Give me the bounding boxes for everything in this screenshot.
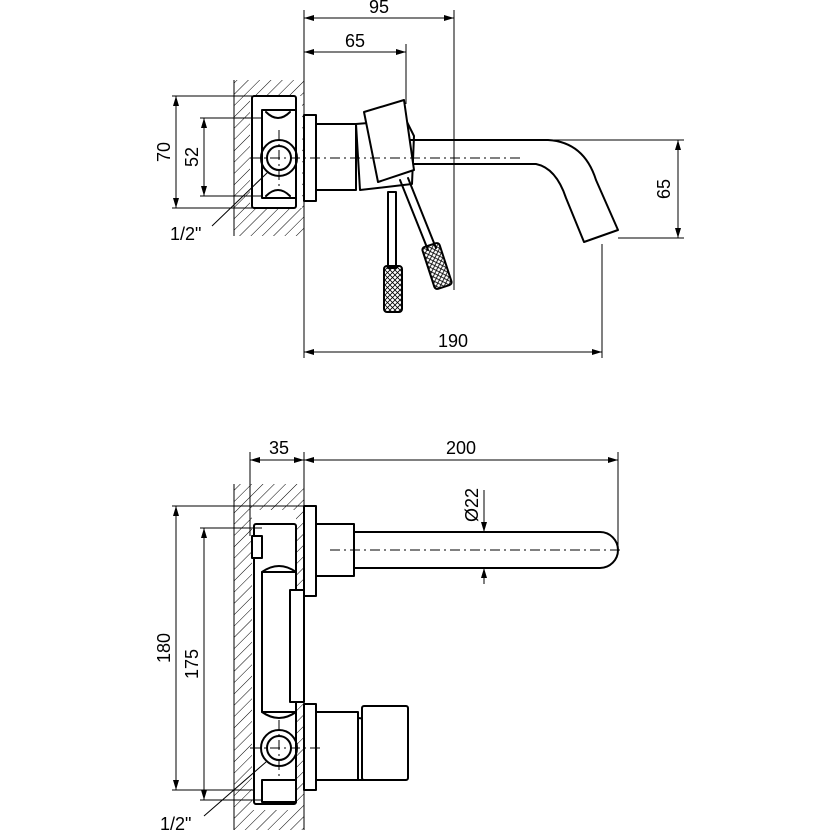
dim-diameter-22: Ø22: [462, 488, 487, 584]
dim-52-label: 52: [182, 147, 202, 167]
thread-callout-front: 1/2": [160, 761, 267, 832]
dim-95: 95: [303, 0, 455, 290]
dim-190-label: 190: [438, 331, 468, 351]
dim-180-label: 180: [154, 633, 174, 663]
dim-95-label: 95: [369, 0, 389, 17]
dim-65-right-label: 65: [654, 179, 674, 199]
dim-190: 190: [303, 236, 603, 358]
wall-plate-front-upper: [303, 505, 317, 597]
dim-70: 70: [154, 95, 252, 209]
dim-65-top: 65: [304, 31, 407, 104]
lever-open-side: [363, 99, 453, 290]
side-view: 95 65 70 52 1/2": [154, 0, 684, 358]
front-view: 35 200 Ø22 180 175: [154, 438, 620, 832]
dim-70-label: 70: [154, 142, 174, 162]
thread-label-side: 1/2": [170, 224, 201, 244]
dim-35-label: 35: [269, 438, 289, 458]
dim-200: 200: [304, 438, 619, 548]
dim-175-label: 175: [182, 649, 202, 679]
dim-175: 175: [182, 527, 262, 801]
thread-label-front: 1/2": [160, 814, 191, 832]
lever-handle-front: [315, 705, 409, 781]
thread-callout-side: 1/2": [170, 171, 269, 244]
embedded-body-side: [251, 95, 298, 209]
dim-180: 180: [154, 505, 304, 791]
dim-200-label: 200: [446, 438, 476, 458]
spout-side: [407, 139, 619, 243]
dim-52: 52: [182, 117, 262, 197]
wall-plate-front-lower: [303, 703, 317, 791]
lever-closed-side: [383, 191, 403, 313]
dim-65-right: 65: [552, 139, 684, 239]
dim-35: 35: [249, 438, 305, 536]
cartridge-body-side: [315, 123, 357, 191]
embedded-body-front: [251, 523, 305, 805]
dim-diameter-22-label: Ø22: [462, 488, 482, 522]
dim-65-top-label: 65: [345, 31, 365, 51]
